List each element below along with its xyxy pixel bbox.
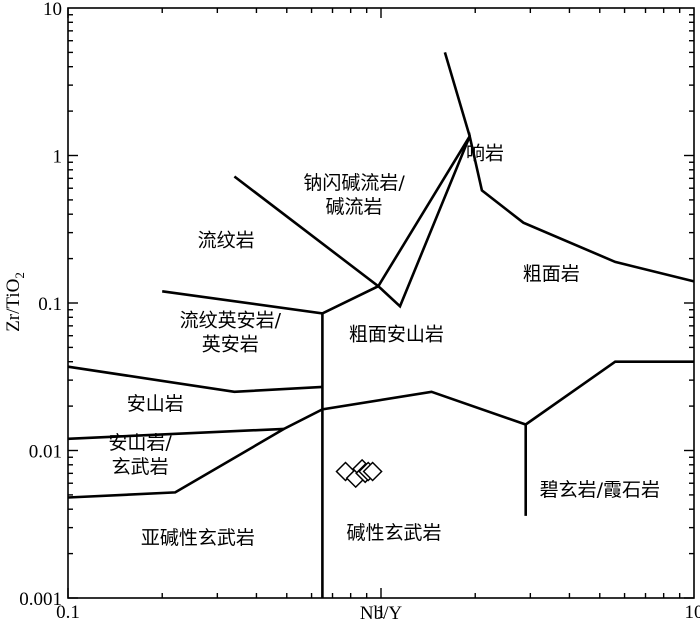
field-label: 粗面安山岩 xyxy=(349,324,444,346)
y-tick-label: 0.01 xyxy=(29,442,62,463)
boundary-line-1 xyxy=(67,365,323,394)
field-label: 钠闪碱流岩/ xyxy=(303,172,405,194)
field-label: 流纹英安岩/ xyxy=(180,310,282,332)
field-label: 碱性玄武岩 xyxy=(346,522,441,544)
boundary-line-6 xyxy=(233,131,695,309)
field-label: 响岩 xyxy=(466,142,504,164)
axis-tick-labels: 0.1 1 10 0.001 0.01 0.1 1 10 xyxy=(19,0,700,622)
field-label: 玄武岩 xyxy=(112,456,169,478)
field-label: 安山岩 xyxy=(127,393,184,415)
field-label: 英安岩 xyxy=(202,334,259,356)
field-boundaries xyxy=(67,52,695,598)
field-label: 亚碱性玄武岩 xyxy=(141,527,255,549)
x-tick-label: 0.1 xyxy=(56,602,80,622)
boundary-line-4 xyxy=(162,135,471,315)
field-label: 安山岩/ xyxy=(108,432,172,454)
y-tick-label: 1 xyxy=(53,147,63,168)
x-tick-label: 10 xyxy=(685,602,700,622)
boundary-line-7 xyxy=(443,52,471,137)
y-tick-label: 0.1 xyxy=(38,294,62,315)
axis-ticks xyxy=(67,8,694,599)
boundary-line-2 xyxy=(67,427,285,441)
data-points xyxy=(335,458,383,489)
x-axis-title: Nb/Y xyxy=(360,603,403,622)
diamond-marker-6 xyxy=(362,461,383,482)
plot-frame xyxy=(67,7,695,599)
y-axis-title-main: Zr/TiO xyxy=(3,279,24,332)
x-tick-label: 1 xyxy=(376,602,386,622)
y-tick-label: 0.001 xyxy=(19,589,62,610)
field-label: 碱流岩 xyxy=(326,196,383,218)
y-axis-title-subscript: 2 xyxy=(12,272,27,279)
boundary-line-3 xyxy=(67,360,694,499)
field-label: 流纹岩 xyxy=(198,229,255,251)
y-axis-title: Zr/TiO2 xyxy=(3,272,27,332)
field-label: 粗面岩 xyxy=(523,263,580,285)
field-label: 碧玄岩/霞石岩 xyxy=(540,479,660,501)
y-tick-label: 10 xyxy=(43,0,62,20)
